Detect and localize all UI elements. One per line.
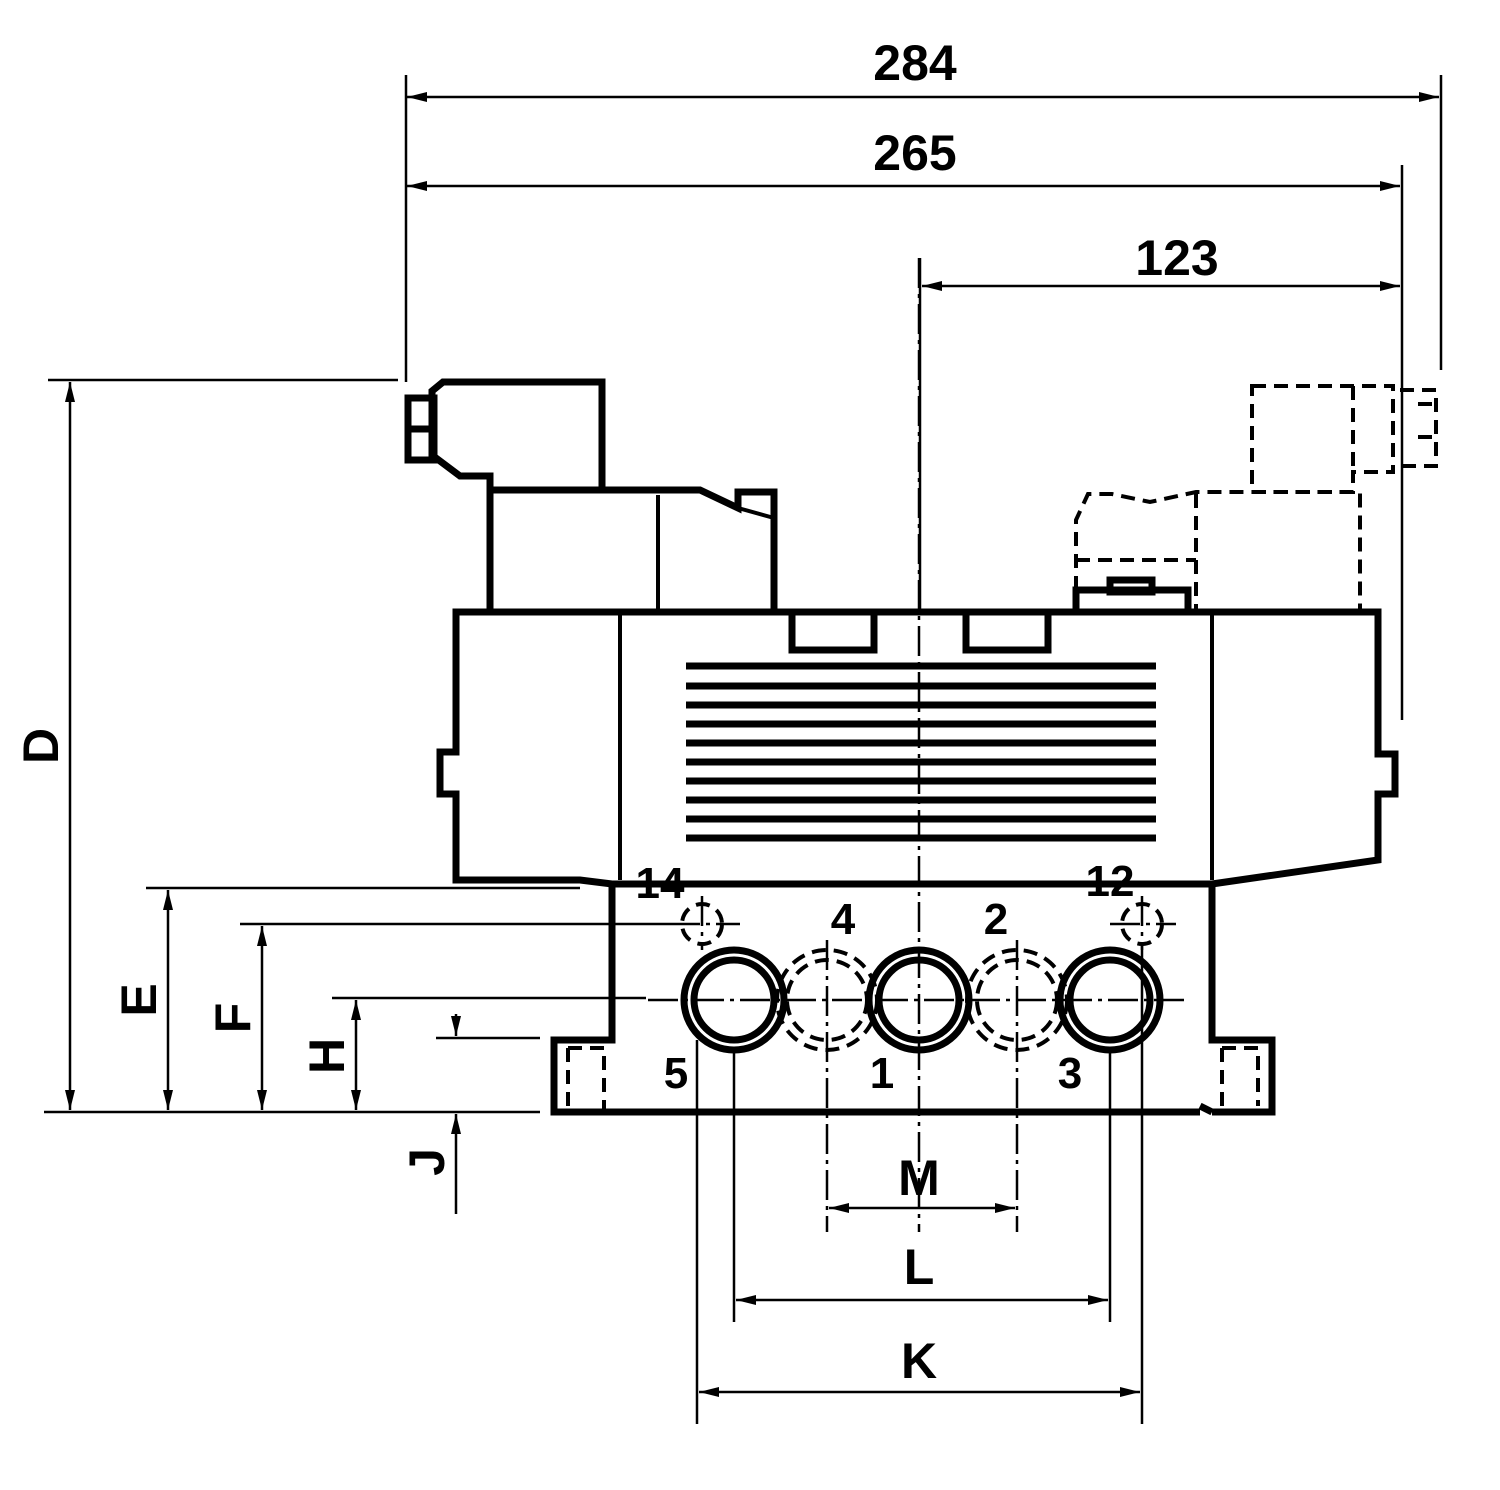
port-label-14: 14 (636, 859, 685, 908)
dimension-label-M: M (898, 1150, 940, 1206)
port-label-12: 12 (1086, 857, 1135, 906)
subplate (550, 882, 1276, 1116)
dimension-F: F (205, 922, 670, 1110)
port-label-1: 1 (870, 1049, 894, 1098)
dimension-123: 123 (918, 230, 1400, 610)
ports (680, 902, 1164, 1054)
left-solenoid (404, 378, 778, 614)
dimension-label-E: E (111, 983, 167, 1016)
dimension-label-F: F (205, 1003, 261, 1034)
dimension-265: 265 (407, 125, 1404, 720)
dimension-M: M (829, 1150, 1015, 1213)
dimension-L: L (732, 1050, 1112, 1322)
valve-body (436, 608, 1399, 888)
dimension-label-284: 284 (873, 35, 957, 91)
dimension-K: K (695, 944, 1144, 1424)
port-label-3: 3 (1058, 1049, 1082, 1098)
dimension-label-K: K (901, 1333, 937, 1389)
port-label-2: 2 (984, 895, 1008, 944)
dimension-label-H: H (299, 1038, 355, 1074)
dimension-label-L: L (904, 1239, 935, 1295)
port-labels: 14 12 4 2 5 1 3 (636, 857, 1135, 1098)
port-label-4: 4 (831, 895, 856, 944)
dimension-label-265: 265 (873, 125, 956, 181)
right-solenoid-dashed (1072, 384, 1438, 616)
centerlines (648, 258, 1190, 1232)
dimension-H: H (299, 996, 646, 1110)
port-label-5: 5 (664, 1049, 688, 1098)
dimension-E: E (111, 886, 580, 1110)
dimension-J: J (399, 1014, 540, 1214)
dimension-284: 284 (404, 35, 1443, 382)
dimension-label-J: J (399, 1148, 455, 1176)
dimension-label-D: D (13, 728, 69, 764)
dimension-D: D (13, 378, 540, 1114)
dimension-label-123: 123 (1135, 230, 1218, 286)
